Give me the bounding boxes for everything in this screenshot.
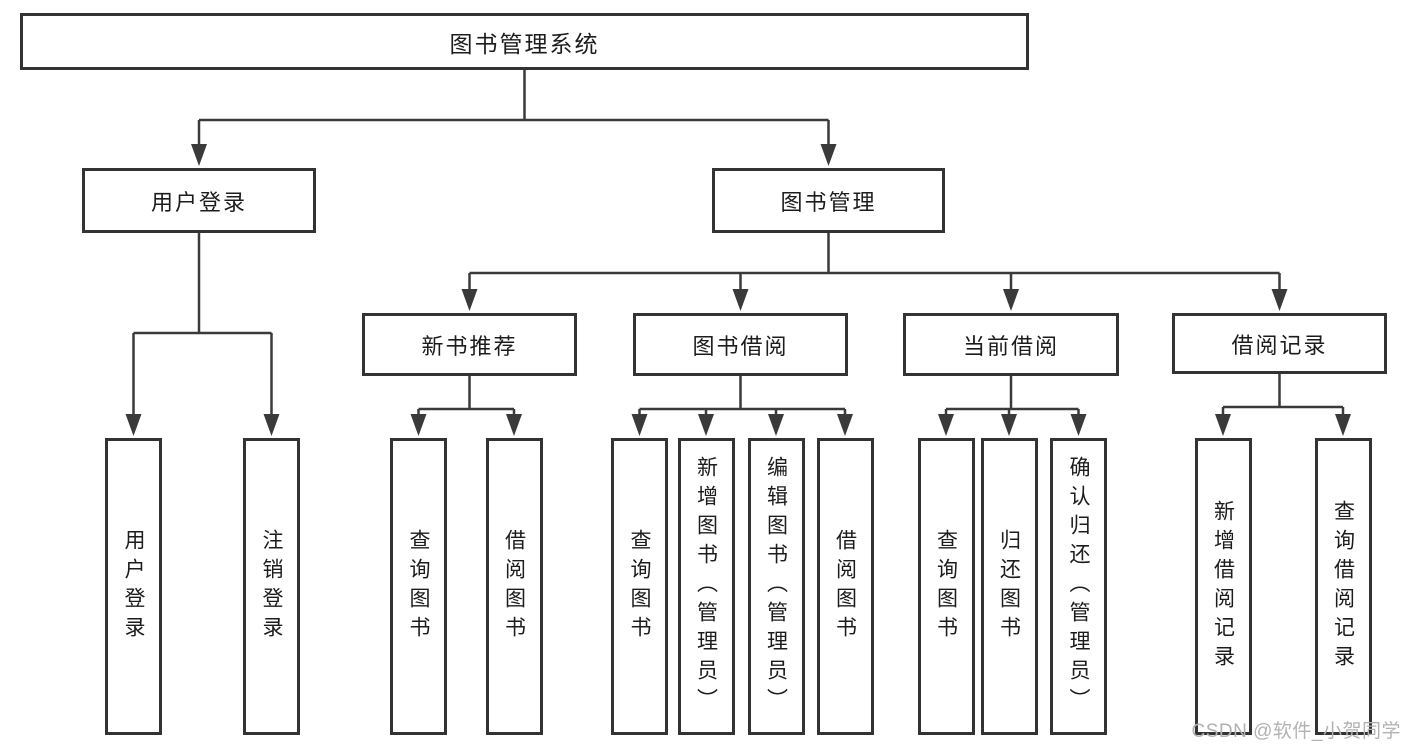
node-label: 借阅图书 — [833, 528, 857, 645]
node-label: 用户登录 — [122, 528, 145, 645]
csdn-watermark: CSDN @软件_小贺同学 — [1191, 721, 1401, 742]
leaf-borrow-books-borrowing: 借阅图书 — [816, 438, 874, 735]
node-label: 图书管理 — [780, 189, 877, 215]
leaf-query-books-borrowing: 查询图书 — [611, 438, 668, 735]
node-label: 查询借阅记录 — [1331, 499, 1355, 674]
node-label: 新增借阅记录 — [1211, 499, 1235, 674]
node-label: 归还图书 — [997, 528, 1021, 645]
leaf-return-book: 归还图书 — [980, 438, 1038, 735]
node-label: 用户登录 — [150, 189, 247, 215]
node-new-book-recommend: 新书推荐 — [362, 313, 577, 376]
node-label: 查询图书 — [628, 528, 651, 645]
leaf-add-borrow-record: 新增借阅记录 — [1194, 438, 1252, 735]
node-label: 图书管理系统 — [449, 30, 600, 57]
node-borrowing-records: 借阅记录 — [1172, 313, 1387, 374]
leaf-query-books-recommend: 查询图书 — [390, 438, 447, 735]
leaf-query-borrow-record: 查询借阅记录 — [1314, 438, 1372, 735]
leaf-confirm-return-admin: 确认归还（管理员） — [1050, 438, 1107, 735]
node-book-borrowing: 图书借阅 — [633, 313, 848, 376]
node-label: 借阅记录 — [1231, 332, 1328, 358]
node-book-management: 图书管理 — [712, 168, 945, 233]
node-label: 查询图书 — [934, 528, 958, 645]
node-label: 图书借阅 — [692, 333, 789, 359]
leaf-query-books-current: 查询图书 — [917, 438, 975, 735]
node-label: 新书推荐 — [421, 333, 518, 359]
node-label: 确认归还（管理员） — [1067, 456, 1090, 717]
leaf-user-login: 用户登录 — [105, 438, 162, 735]
node-label: 编辑图书（管理员） — [764, 456, 788, 717]
leaf-add-book-admin: 新增图书（管理员） — [677, 438, 735, 735]
node-library-management-system: 图书管理系统 — [20, 13, 1029, 70]
node-label: 新增图书（管理员） — [694, 456, 718, 717]
node-label: 借阅图书 — [502, 528, 526, 645]
node-current-borrowing: 当前借阅 — [903, 313, 1119, 376]
node-user-login: 用户登录 — [82, 168, 316, 233]
leaf-borrow-books-recommend: 借阅图书 — [485, 438, 543, 735]
node-label: 当前借阅 — [962, 333, 1059, 359]
node-label: 注销登录 — [260, 528, 283, 645]
node-label: 查询图书 — [407, 528, 430, 645]
leaf-edit-book-admin: 编辑图书（管理员） — [747, 438, 805, 735]
leaf-logout: 注销登录 — [243, 438, 300, 735]
